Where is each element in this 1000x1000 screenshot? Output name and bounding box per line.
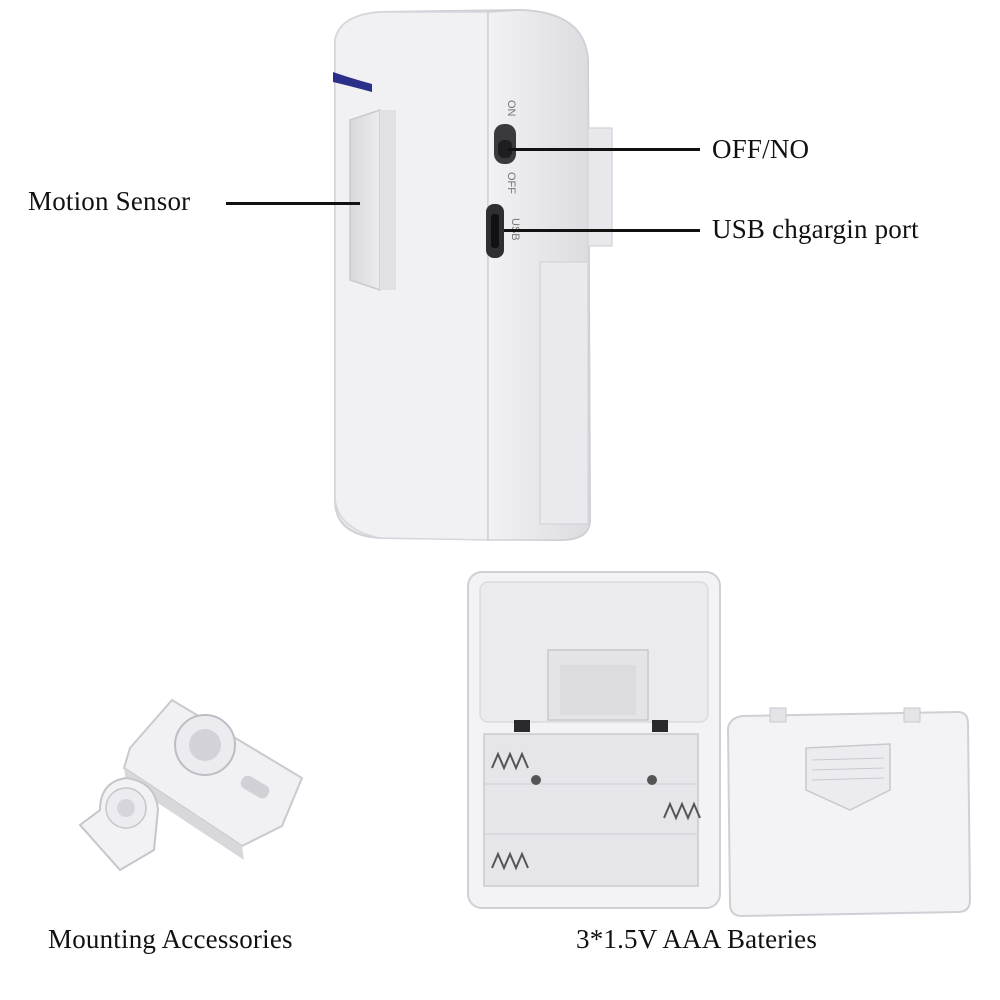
usb-callout-line (504, 229, 700, 232)
off-on-callout-line (508, 148, 700, 151)
mounting-accessories-label: Mounting Accessories (48, 924, 293, 954)
mounting-accessories (78, 698, 304, 872)
battery-compartment (467, 571, 721, 909)
motion-sensor-label: Motion Sensor (28, 186, 191, 216)
off-on-label: OFF/NO (712, 134, 810, 164)
motion-sensor-callout-line (226, 202, 360, 205)
motion-sensor-device (333, 8, 613, 542)
switch-off-marking: OFF (505, 172, 517, 194)
accent-stripe (333, 72, 372, 92)
batteries-label: 3*1.5V AAA Bateries (576, 924, 818, 954)
usb-port-label: USB chgargin port (712, 214, 919, 244)
battery-cover (726, 707, 972, 918)
switch-on-marking: ON (505, 100, 517, 117)
